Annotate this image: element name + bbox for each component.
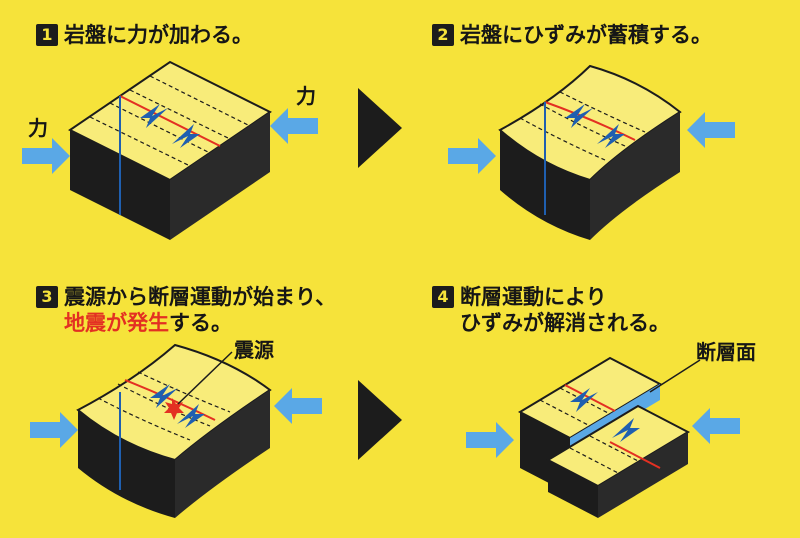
hypocenter-leader-line xyxy=(177,351,233,405)
strata-lines xyxy=(97,371,231,441)
panel-3-title-line1: 震源から断層運動が始まり、 xyxy=(64,285,337,309)
panel-1-title-text: 岩盤に力が加わる。 xyxy=(64,23,253,47)
block-right-side xyxy=(590,112,680,240)
hypocenter-label: 震源 xyxy=(234,338,274,362)
force-arrow-right-4 xyxy=(692,408,740,444)
panel-3-title-red: 地震が発生 xyxy=(64,311,169,335)
block-right-side xyxy=(175,390,270,518)
panel-4-title-line1: 断層運動により xyxy=(460,285,607,309)
fault-red-line xyxy=(124,379,216,421)
block-panel-4 xyxy=(517,356,701,518)
force-arrow-right-3 xyxy=(274,388,322,424)
slip-arrow-up xyxy=(150,384,178,408)
panel-2-number: 2 xyxy=(432,24,454,46)
force-arrow-right-2 xyxy=(687,112,735,148)
block-front-right xyxy=(548,460,598,518)
slip-arrow-down xyxy=(612,418,640,442)
panel-2-title: 2 岩盤にひずみが蓄積する。 xyxy=(432,22,712,48)
force-arrow-left-3 xyxy=(30,412,78,448)
slip-arrow-up xyxy=(140,104,168,128)
block-panel-3 xyxy=(76,343,272,518)
block-right-side xyxy=(598,432,688,518)
fault-plane-label: 断層面 xyxy=(696,340,756,364)
slip-arrow-up xyxy=(565,104,593,128)
fault-red-line-lower xyxy=(609,441,661,469)
panel-4-number: 4 xyxy=(432,286,454,308)
block-panel-1 xyxy=(68,60,272,240)
block-panel-2 xyxy=(498,64,682,240)
panel-4-title-line2: ひずみが解消される。 xyxy=(460,311,670,335)
panel-3-title: 3 震源から断層運動が始まり、 地震が発生する。 xyxy=(36,284,336,336)
block-front-side xyxy=(78,410,175,518)
panel-3-title-rest: する。 xyxy=(169,311,232,335)
strata-lines xyxy=(89,75,251,167)
strata-lines xyxy=(519,91,646,161)
slip-arrow-down xyxy=(172,124,200,148)
fault-red-line xyxy=(544,101,636,141)
sequence-arrow-2 xyxy=(358,380,402,460)
force-arrow-left-2 xyxy=(448,138,496,174)
panel-2-title-text: 岩盤にひずみが蓄積する。 xyxy=(460,23,712,47)
fault-plane-leader-line xyxy=(649,359,701,393)
slip-arrow-down xyxy=(597,124,625,148)
force-arrow-left-1 xyxy=(22,138,70,174)
slip-arrow-up xyxy=(570,388,598,412)
panel-1-number: 1 xyxy=(36,24,58,46)
force-arrow-left-4 xyxy=(466,422,514,458)
panel-1-title: 1 岩盤に力が加わる。 xyxy=(36,22,253,48)
fault-red-line xyxy=(119,95,221,147)
slip-arrow-down xyxy=(177,404,205,428)
block-right-side xyxy=(170,112,270,240)
panel-4-title: 4 断層運動により ひずみが解消される。 xyxy=(432,284,670,336)
force-label-left: 力 xyxy=(28,116,48,140)
force-arrow-right-1 xyxy=(270,108,318,144)
force-label-right: 力 xyxy=(296,84,316,108)
sequence-arrow-1 xyxy=(358,88,402,168)
panel-3-number: 3 xyxy=(36,286,58,308)
